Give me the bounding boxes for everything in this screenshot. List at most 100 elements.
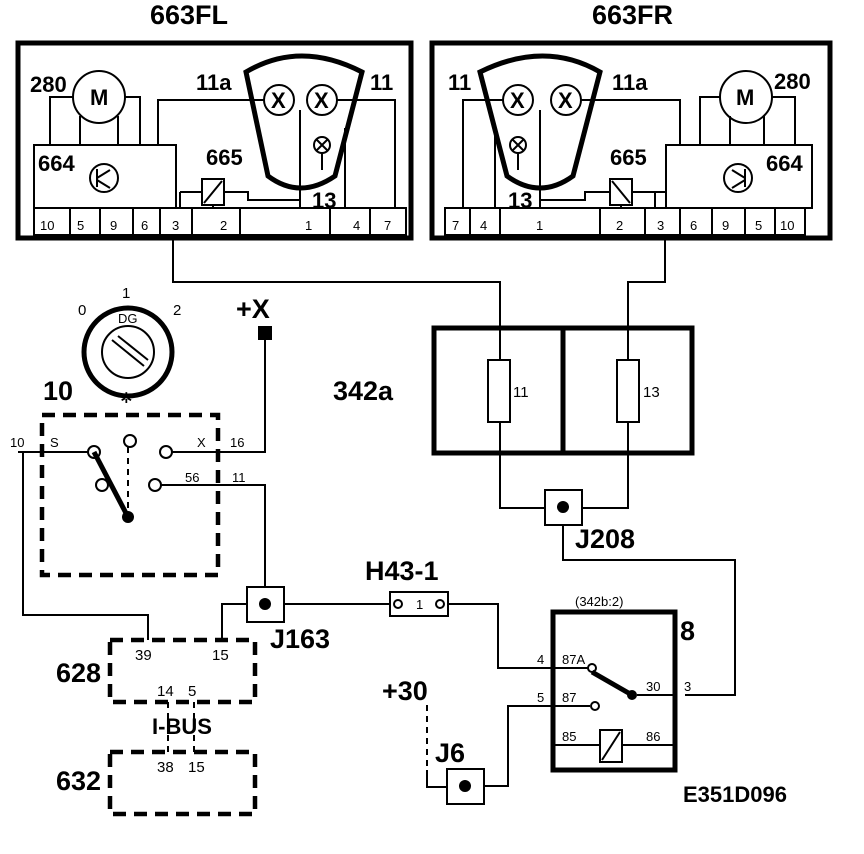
- pin-left-1: 1: [305, 218, 312, 233]
- pin-left-2: 2: [220, 218, 227, 233]
- module-628-pin-14: 14: [157, 683, 174, 700]
- pin-right-10: 10: [780, 218, 794, 233]
- switch-frame: [39, 412, 221, 578]
- junction-j208-dot: [557, 501, 569, 513]
- junction-j6-dot: [459, 780, 471, 792]
- switch-id: 10: [43, 376, 73, 406]
- term-right-11a: 11a: [612, 70, 648, 95]
- switch-pos-0: 0: [78, 302, 86, 319]
- drawing-code: E351D096: [683, 782, 787, 807]
- switch-pos-2: 2: [173, 302, 181, 319]
- relay-665-right-id: 665: [610, 145, 647, 170]
- fusebox-342a: 342a 11 13: [333, 325, 695, 509]
- headlamp-right: 663FR X X 11 11a 13 M 280 664 665 7 4 1: [429, 0, 833, 241]
- wire-j208-to-relay: [562, 525, 736, 696]
- junction-j163-dot: [259, 598, 271, 610]
- switch-pin-56: 56: [185, 470, 199, 485]
- bulb-housing-left: [243, 53, 365, 191]
- headlamp-left-title: 663FL: [150, 0, 228, 30]
- fusebox-id: 342a: [333, 376, 394, 406]
- module-664-right-id: 664: [766, 151, 803, 176]
- module-632-pin-38: 38: [157, 759, 174, 776]
- pin-left-10: 10: [40, 218, 54, 233]
- switch-pin-10: 10: [10, 435, 24, 450]
- module-664-left: [33, 144, 177, 209]
- svg-text:X: X: [510, 88, 525, 113]
- module-664-right: [665, 144, 813, 209]
- switch-pin-x: X: [197, 435, 206, 450]
- headlamp-right-frame: [429, 40, 833, 241]
- transistor-left-icon: [89, 163, 119, 193]
- switch-pin-16: 16: [230, 435, 244, 450]
- pin-strip-left: [33, 207, 407, 236]
- junction-j208-label: J208: [575, 524, 635, 554]
- switch-knob-icon: [81, 305, 175, 399]
- relay-pin-3: 3: [684, 679, 691, 694]
- wire-j6-to-relay: [484, 705, 590, 787]
- module-632-pin-15: 15: [188, 759, 205, 776]
- module-628-pin-15: 15: [212, 647, 229, 664]
- pin-left-6: 6: [141, 218, 148, 233]
- supply-x-label: +X: [236, 294, 270, 324]
- motor-left-id: 280: [30, 72, 67, 97]
- module-632-id: 632: [56, 766, 101, 796]
- svg-text:DG: DG: [118, 311, 138, 326]
- junction-j208: [544, 489, 583, 526]
- transistor-right-icon: [723, 163, 753, 193]
- motor-right-symbol: M: [736, 85, 754, 110]
- module-664-left-id: 664: [38, 151, 75, 176]
- module-628: 628 39 15 14 5: [56, 637, 258, 752]
- wires-headlamp-to-fuse: [172, 235, 666, 360]
- relay-pin-87a: 87A: [562, 652, 585, 667]
- switch-pin-s: S: [50, 435, 59, 450]
- module-628-frame: [107, 637, 258, 705]
- fuse-11: [487, 359, 511, 423]
- fuse-13: [616, 359, 640, 423]
- motor-right-id: 280: [774, 69, 811, 94]
- relay-pin-4: 4: [537, 652, 544, 667]
- relay-pin-5: 5: [537, 690, 544, 705]
- motor-left-symbol: M: [90, 85, 108, 110]
- relay-8: (342b:2) 8 4 87A 30 3 5 87 85 86: [537, 594, 695, 773]
- supply-30-label: +30: [382, 676, 428, 706]
- fuse-h43-label: H43-1: [365, 556, 439, 586]
- term-right-11: 11: [448, 70, 471, 95]
- pin-right-5: 5: [755, 218, 762, 233]
- i-bus-label: I-BUS: [152, 714, 212, 739]
- wire-j163: [221, 603, 390, 640]
- pin-right-1: 1: [536, 218, 543, 233]
- relay-pin-85: 85: [562, 729, 576, 744]
- fuse-h43-num: 1: [416, 597, 423, 612]
- relay-pin-86: 86: [646, 729, 660, 744]
- module-632: 632 38 15: [56, 749, 258, 817]
- pin-right-2: 2: [616, 218, 623, 233]
- junction-j163-label: J163: [270, 624, 330, 654]
- bulb-housing-right: [477, 53, 603, 191]
- pin-left-4: 4: [353, 218, 360, 233]
- headlamp-right-title: 663FR: [592, 0, 673, 30]
- module-628-pin-39: 39: [135, 647, 152, 664]
- fuse-11-label: 11: [513, 384, 529, 401]
- pin-right-3: 3: [657, 218, 664, 233]
- pin-right-7: 7: [452, 218, 459, 233]
- relay-8-frame: [550, 609, 678, 773]
- svg-text:X: X: [558, 88, 573, 113]
- light-switch: 0 1 2 DG ✲ 10 10 S X 16 56 11 +X: [10, 285, 272, 640]
- svg-text:X: X: [314, 88, 329, 113]
- pin-left-5: 5: [77, 218, 84, 233]
- module-628-pin-5: 5: [188, 683, 196, 700]
- switch-pos-1: 1: [122, 285, 130, 302]
- junction-j6-label: J6: [435, 738, 465, 768]
- svg-text:X: X: [271, 88, 286, 113]
- relay-pin-30: 30: [646, 679, 660, 694]
- pin-right-4: 4: [480, 218, 487, 233]
- switch-pin-11: 11: [232, 470, 246, 485]
- wire-h43-to-relay: [448, 603, 590, 669]
- relay-665-left-id: 665: [206, 145, 243, 170]
- module-632-frame: [107, 749, 258, 817]
- svg-text:✲: ✲: [120, 390, 133, 407]
- relay-8-sub: (342b:2): [575, 594, 623, 609]
- term-left-11: 11: [370, 70, 393, 95]
- relay-8-id: 8: [680, 616, 695, 646]
